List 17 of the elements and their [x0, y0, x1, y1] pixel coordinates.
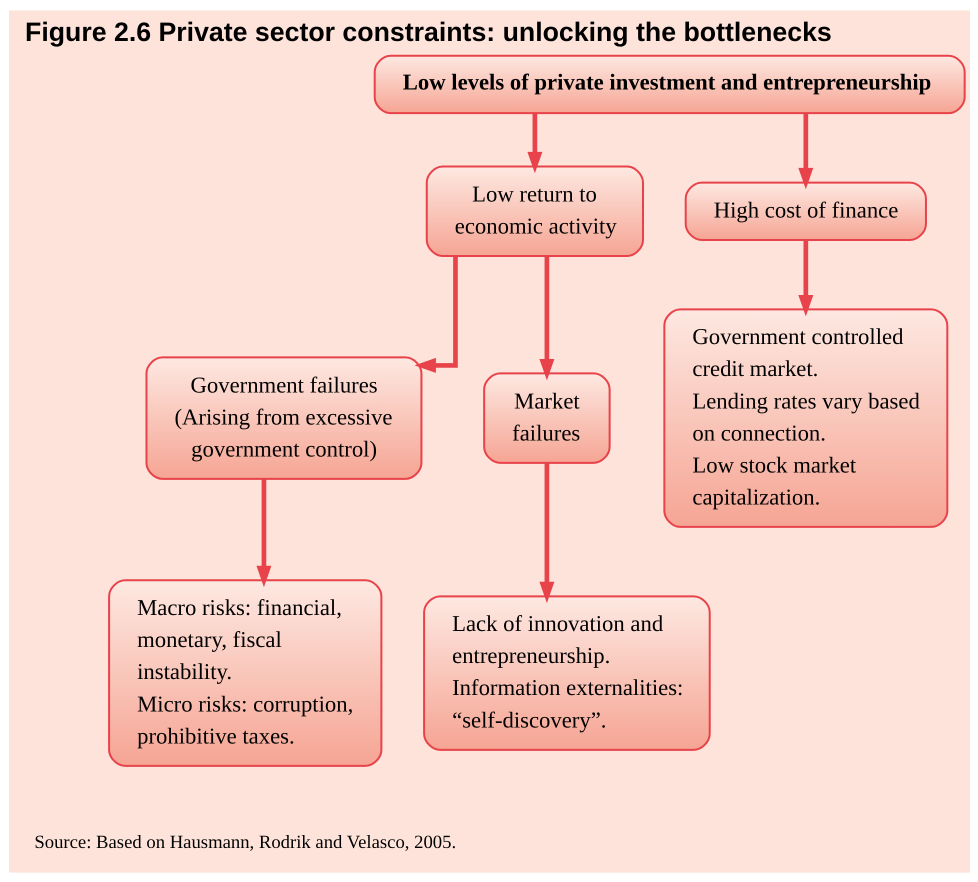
node-box: Lack of innovation and entrepreneurship. Information externalities: “self-discovery”.	[422, 594, 710, 750]
node-box: Low levels of private investment and entrepreneurship	[373, 54, 966, 114]
caption: Source: Based on Hausmann, Rodrik and Velasco, 2005.	[34, 832, 456, 853]
arrow	[526, 112, 542, 173]
arrow	[538, 256, 554, 380]
arrow	[798, 112, 813, 189]
node-box: Government failures (Arising from excessive government control)	[144, 356, 422, 480]
arrow	[256, 478, 271, 587]
arrow	[414, 256, 458, 372]
node-box: Macro risks: financial, monetary, fiscal instability. Micro risks: corruption, prohibitive taxes.	[108, 578, 382, 766]
arrow	[798, 240, 813, 316]
node-box: Government controlled credit market. Lending rates vary based on connection. Low stock market capitalization.	[662, 308, 948, 528]
node-box: High cost of finance	[684, 181, 926, 240]
node-box: Low return to economic activity	[425, 165, 644, 256]
arrow	[538, 462, 554, 603]
diagram-title: Figure 2.6 Private sector constraints: unlocking the bottlenecks	[24, 16, 832, 47]
node-box: Market failures	[482, 372, 610, 464]
